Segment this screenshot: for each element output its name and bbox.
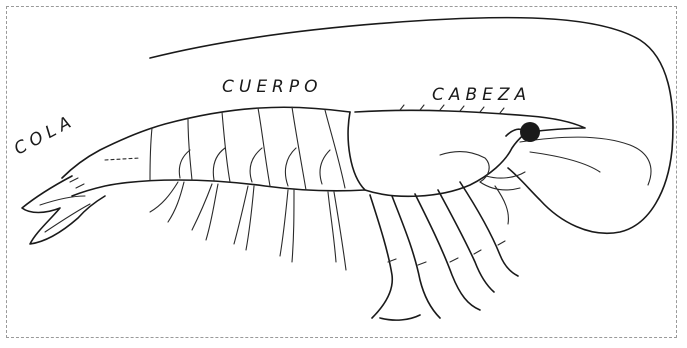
carapace-groove [440, 152, 489, 182]
walking-leg-4 [438, 190, 494, 292]
label-cola: COLA [11, 111, 79, 160]
carapace [348, 112, 530, 196]
swimmeret-4 [280, 190, 294, 262]
mouthparts [480, 172, 525, 224]
walking-leg-5 [460, 182, 518, 276]
walking-leg-1 [370, 195, 420, 320]
swimmeret-3 [234, 186, 254, 250]
segment-divider-6 [150, 128, 152, 180]
label-cabeza: CABEZA [432, 85, 531, 105]
swimmeret-1 [150, 182, 184, 222]
rostrum [355, 110, 585, 132]
tail-dots [105, 158, 140, 160]
antenna-tertiary [530, 152, 600, 172]
label-cuerpo: CUERPO [222, 77, 323, 97]
segment-divider-3 [258, 108, 270, 186]
segment-divider-2 [292, 107, 306, 190]
swimmeret-5 [328, 192, 346, 270]
segment-divider-5 [188, 118, 192, 180]
antenna-secondary [520, 137, 651, 185]
tail-fan-inner [40, 178, 90, 232]
segment-divider-4 [222, 112, 230, 182]
segment-divider-1 [325, 110, 345, 188]
antenna [150, 18, 673, 234]
body-dorsal-outline [62, 107, 350, 178]
eye [520, 122, 540, 142]
tail-fan [22, 176, 105, 244]
walking-leg-2 [392, 196, 440, 318]
eye-stalk [506, 129, 522, 136]
swimmeret-2 [192, 184, 218, 240]
